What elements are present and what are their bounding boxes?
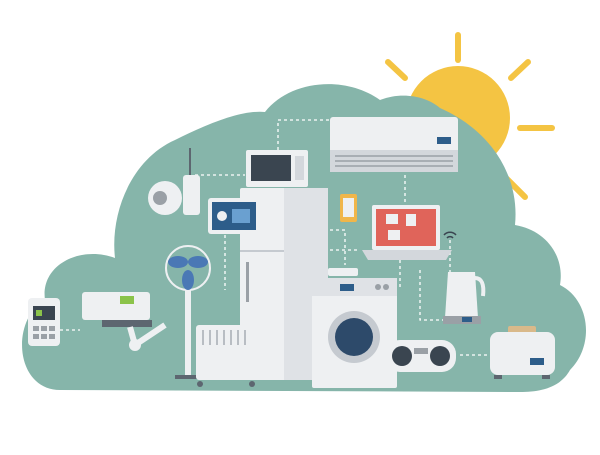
smartphone-icon (340, 194, 357, 222)
router-icon (328, 268, 358, 276)
kettle-icon (443, 272, 486, 324)
smart-panel-icon (208, 198, 260, 234)
air-conditioner-icon (330, 117, 458, 172)
wifi-icon (443, 231, 457, 239)
laptop-icon (362, 205, 452, 260)
cctv-camera-icon (82, 292, 167, 351)
remote-control-icon (28, 298, 60, 346)
security-camera-icon (148, 148, 200, 215)
washing-machine-icon (312, 278, 397, 388)
fan-icon (165, 245, 211, 379)
heater-icon (196, 325, 256, 387)
toaster-icon (490, 326, 555, 379)
network-connectors (60, 119, 490, 356)
microwave-icon (246, 150, 308, 187)
speaker-icon (386, 340, 456, 372)
